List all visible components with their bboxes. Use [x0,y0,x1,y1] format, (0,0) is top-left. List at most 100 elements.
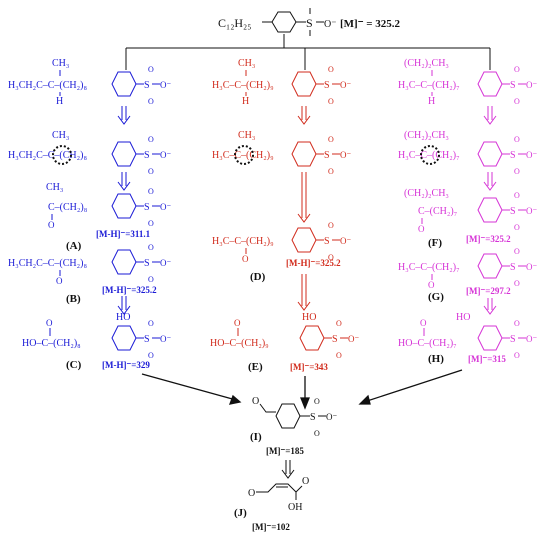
magenta-cleavage-circle [420,145,440,165]
s-i: S [310,412,316,423]
blue-chain-a: C–(CH₂)₈ [48,202,88,213]
magenta-o-2b: O [514,167,520,176]
red-s-e: S [332,334,338,345]
magenta-ion-g: [M]⁻=297.2 [466,286,511,296]
red-o-1a: O [328,65,334,74]
red-ring-e [299,325,325,351]
red-s-1: S [324,80,330,91]
blue-o-1b: O [148,97,154,106]
blue-o-b2: O [148,275,154,284]
red-chain-1: H₃C–C–(CH₂)₉ [212,80,274,91]
red-methyl-top: CH₃ [238,58,255,69]
magenta-s-g: S [510,262,516,273]
blue-o-1a: O [148,65,154,74]
red-ion-d: [M-H]⁻=325.2 [286,258,341,268]
blue-chain-b: H₃CH₂C–C–(CH₂)₈ [8,258,87,269]
label-e: (E) [248,361,263,373]
magenta-s-2: S [510,150,516,161]
magenta-o-1a: O [514,65,520,74]
blue-ominus-b: O⁻ [160,258,171,268]
red-ring-1 [291,71,317,97]
ring-i [275,403,301,429]
blue-chain-1: H₃CH₂C–C–(CH₂)₈ [8,80,87,91]
red-o-2a: O [328,135,334,144]
magenta-ion-f: [M]⁻=325.2 [466,234,511,244]
blue-chain-2: H₃CH₂C–C–(CH₂)₈ [8,150,87,161]
label-d: (D) [250,271,266,283]
magenta-propyl-mid: (CH₂)₂CH₃ [404,130,449,141]
blue-ring-b [111,249,137,275]
red-chain-2: H₃C–C–(CH₂)₉ [212,150,274,161]
red-methyl-mid: CH₃ [238,130,255,141]
red-s-d: S [324,236,330,247]
magenta-s-f: S [510,206,516,217]
magenta-pathway: (CH₂)₂CH₃ H₃C–C–(CH₂)₇ H S O O O⁻ (CH₂)₂… [398,58,537,365]
red-o-d: O [242,254,249,264]
blue-o-b: O [56,276,63,286]
magenta-chain-2: H₃C–C–(CH₂)₇ [398,150,460,161]
magenta-s-1: S [510,80,516,91]
red-o-1b: O [328,97,334,106]
ion-j: [M]⁻=102 [252,522,290,532]
magenta-chain-f: C–(CH₂)₇ [418,206,457,217]
blue-ion-a: [M-H]⁻=311.1 [96,229,151,239]
aldehyde-o-i: O [252,396,259,407]
red-oh-e: HO [302,312,316,323]
label-f: (F) [428,237,442,249]
red-chain-d: H₃C–C–(CH₂)₉ [212,236,274,247]
blue-ominus-a: O⁻ [160,202,171,212]
red-s-2: S [324,150,330,161]
blue-o-c1: O [148,319,154,328]
magenta-propyl-top: (CH₂)₂CH₃ [404,58,449,69]
magenta-chain-1: H₃C–C–(CH₂)₇ [398,80,460,91]
red-acid-e: HO–C–(CH₂)₉ [210,338,269,349]
blue-ring-a [111,193,137,219]
magenta-o-g1: O [514,247,520,256]
magenta-ring-1 [477,71,503,97]
blue-ominus-2: O⁻ [160,150,171,160]
blue-pathway: CH₃ H₃CH₂C–C–(CH₂)₈ H S O O O⁻ CH₃ H₃CH₂… [8,58,171,371]
o-j: O [248,488,255,499]
compound-j: O O OH (J) [M]⁻=102 [234,476,309,532]
magenta-o-h: O [420,318,427,328]
red-h: H [242,96,249,107]
label-b: (B) [66,293,81,305]
label-j: (J) [234,507,247,519]
magenta-ion-h: [M]⁻=315 [468,354,506,364]
blue-acid-c: HO–C–(CH₂)₈ [22,338,81,349]
red-o-d2: O [328,253,334,262]
blue-s-2: S [144,150,150,161]
arrow-i-to-j [281,460,295,479]
magenta-ominus-2: O⁻ [526,150,537,160]
red-o-e1: O [336,319,342,328]
magenta-o-1b: O [514,97,520,106]
o-i1: O [314,397,320,406]
magenta-propyl-f: (CH₂)₂CH₃ [404,188,449,199]
magenta-ring-g [477,253,503,279]
magenta-ring-2 [477,141,503,167]
oh-j: OH [288,502,302,513]
red-ring-d [291,227,317,253]
magenta-ring-f [477,197,503,223]
magenta-o-f: O [418,224,425,234]
magenta-ominus-1: O⁻ [526,80,537,90]
magenta-ring-h [477,325,503,351]
blue-ring-2 [111,141,137,167]
blue-o-a2: O [148,219,154,228]
branch-lines [125,34,491,70]
magenta-o-h2: O [514,351,520,360]
parent-alkyl-chain: C₁₂H₂₅ [218,16,251,30]
label-i: (I) [250,431,262,443]
blue-methyl-top: CH₃ [52,58,69,69]
red-ominus-2: O⁻ [340,150,351,160]
magenta-chain-g: H₃C–C–(CH₂)₇ [398,262,460,273]
magenta-oh-h: HO [456,312,470,323]
blue-s-c: S [144,334,150,345]
parent-ion: [M]⁻ = 325.2 [340,18,401,30]
blue-o-c2: O [148,351,154,360]
magenta-ominus-h: O⁻ [526,334,537,344]
red-ion-e: [M]⁻=343 [290,362,328,372]
blue-ring-1 [111,71,137,97]
